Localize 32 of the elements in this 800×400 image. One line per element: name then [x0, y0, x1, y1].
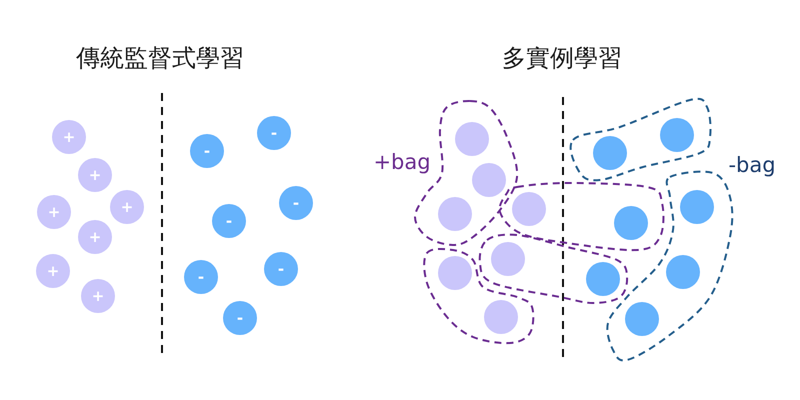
bag-label: -bag [728, 155, 776, 176]
filled-circle [660, 118, 694, 152]
plus-circle: + [36, 254, 70, 288]
plus-circle: + [78, 158, 112, 192]
filled-circle [512, 192, 546, 226]
minus-circle: - [257, 116, 291, 150]
minus-circle: - [190, 134, 224, 168]
filled-circle [438, 197, 472, 231]
minus-circle: - [212, 204, 246, 238]
filled-circle [484, 300, 518, 334]
minus-circle: - [264, 252, 298, 286]
filled-circle [680, 190, 714, 224]
plus-circle: + [52, 120, 86, 154]
filled-circle [666, 255, 700, 289]
filled-circle [625, 302, 659, 336]
heading: 多實例學習 [502, 46, 622, 70]
heading: 傳統監督式學習 [76, 46, 244, 70]
filled-circle [438, 256, 472, 290]
filled-circle [491, 242, 525, 276]
plus-circle: + [81, 279, 115, 313]
plus-circle: + [37, 195, 71, 229]
plus-circle: + [110, 190, 144, 224]
filled-circle [593, 136, 627, 170]
filled-circle [614, 206, 648, 240]
plus-circle: + [78, 220, 112, 254]
filled-circle [472, 163, 506, 197]
minus-circle: - [223, 301, 257, 335]
bag-label: +bag [373, 152, 431, 173]
filled-circle [455, 122, 489, 156]
minus-circle: - [279, 186, 313, 220]
filled-circle [586, 262, 620, 296]
minus-circle: - [184, 260, 218, 294]
